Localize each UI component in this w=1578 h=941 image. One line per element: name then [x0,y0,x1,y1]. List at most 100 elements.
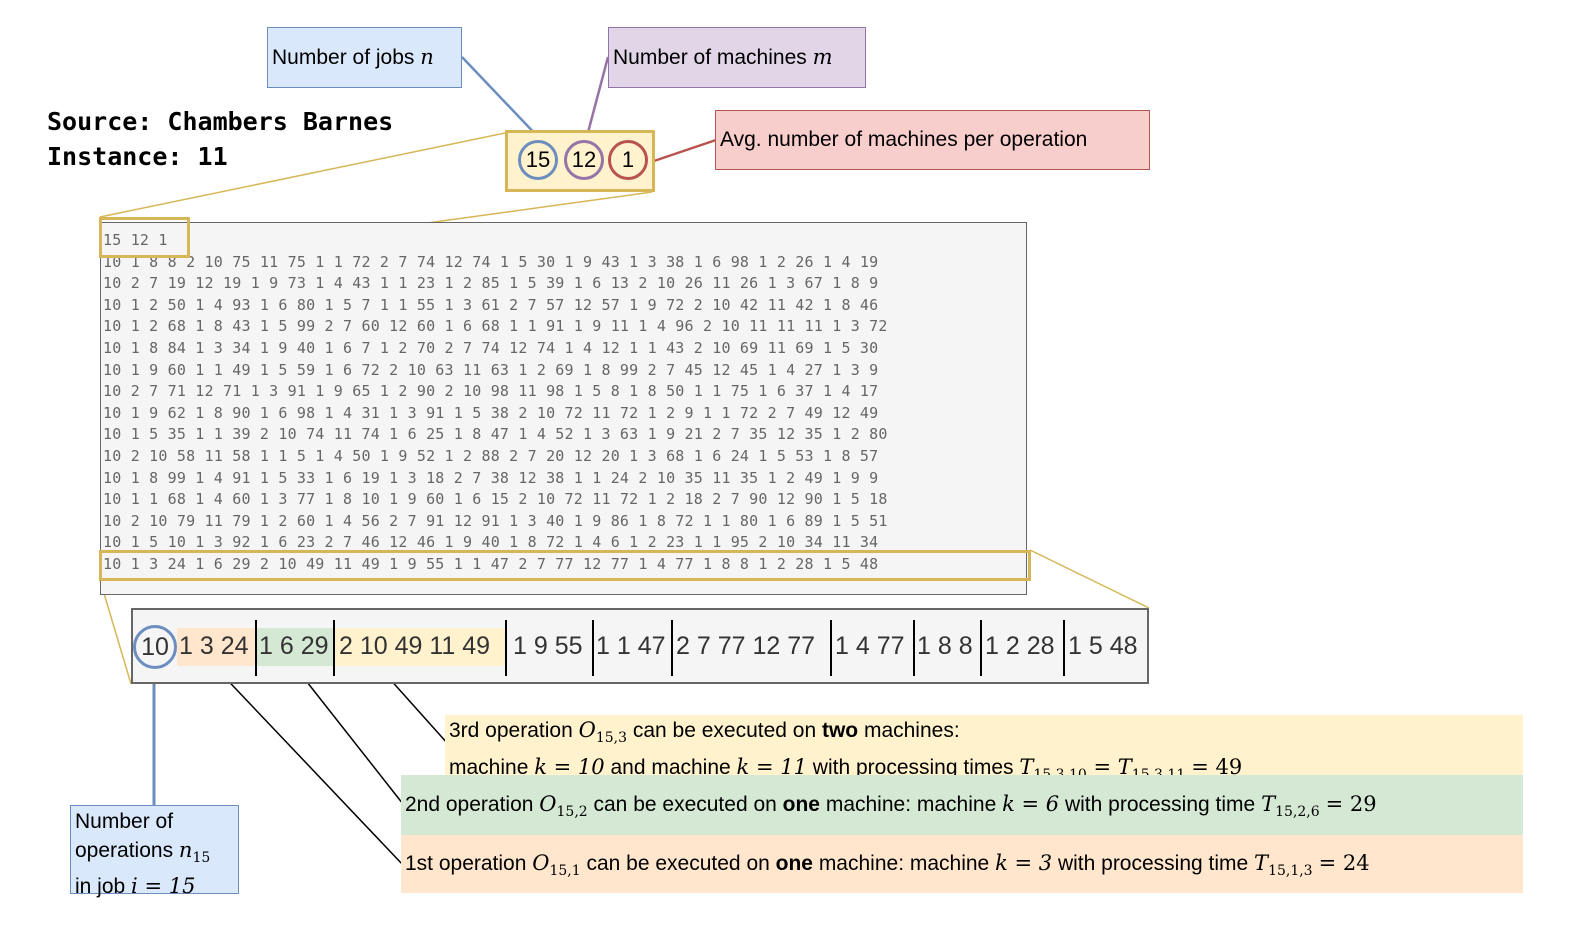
data-job-line-4: 10 1 2 68 1 8 43 1 5 99 2 7 60 12 60 1 6… [103,317,888,336]
ops-label-line2-text: operations [75,839,179,862]
data-job-line-10: 10 2 10 58 11 58 1 1 5 1 4 50 1 9 52 1 2… [103,446,879,465]
data-job-line-11: 10 1 8 99 1 4 91 1 5 33 1 6 19 1 3 18 2 … [103,468,879,487]
ops-label-line1: Number of [75,810,174,833]
operations-count-circle: 10 [133,625,177,669]
separator [592,620,594,676]
separator [830,620,832,676]
ops-label-line3-text: in job [75,875,132,899]
op2-text-d: with processing time [1059,793,1262,816]
data-header-line: 15 12 1 [103,231,168,249]
op1-math: k = 3 [995,851,1053,875]
jobs-count-circle: 15 [518,140,558,180]
data-job-line-7: 10 2 7 71 12 71 1 3 91 1 9 65 1 2 90 2 1… [103,382,879,401]
op2-text-c: machine: machine [820,793,1003,816]
op1-var: O [532,851,550,875]
data-job-line-2: 10 2 7 19 12 19 1 9 73 1 4 43 1 1 23 1 2… [103,274,879,293]
op1-text-c: machine: machine [812,852,996,875]
segment-op3: 2 10 49 11 49 [339,632,491,660]
avg-machines-label: Avg. number of machines per operation [715,110,1150,170]
instance-data-lines: 15 12 1 10 1 8 8 2 10 75 11 75 1 1 72 2 … [103,230,888,576]
data-job-line-6: 10 1 9 60 1 1 49 1 5 59 1 6 72 2 10 63 1… [103,360,879,379]
machines-label: Number of machines m [608,27,866,88]
op3-text-d: machine [449,756,535,780]
jobs-label: Number of jobs n [267,27,462,88]
ops-label-line3: in job i = 15 [75,872,238,901]
op3-sub: 15,3 [595,730,627,747]
avg-machines-circle: 1 [608,140,648,180]
separator [333,620,335,676]
machines-label-text: Number of machines [613,46,813,69]
op1-T: T [1254,851,1269,875]
header-line-highlight [99,217,190,258]
segment-op10: 1 5 48 [1068,632,1138,660]
ops-label-sub: 15 [192,850,211,867]
op3-note-line1: 3rd operation O15,3 can be executed on t… [449,716,1523,753]
op3-bold: two [821,719,859,742]
op3-text-c: machines: [858,719,960,742]
op3-text-f: with processing times [806,756,1020,780]
op3-text-b: can be executed on [626,719,822,742]
connector-op2 [295,667,404,805]
op1-text-d: with processing time [1052,852,1255,875]
segment-op1: 1 3 24 [179,632,249,660]
connector-machines [584,56,610,141]
separator [671,620,673,676]
zoom-line-header-top [99,132,506,218]
op2-var: O [539,792,557,816]
connector-avg [650,138,717,164]
separator [913,620,915,676]
segment-op5: 1 1 47 [596,632,666,660]
op2-T-sub: 15,2,6 [1275,804,1320,821]
operations-count-label: Number of operations n15 in job i = 15 [70,805,239,898]
separator [980,620,982,676]
data-job-line-12: 10 1 1 68 1 4 60 1 3 77 1 8 10 1 9 60 1 … [103,490,888,509]
op1-text-b: can be executed on [580,852,776,875]
separator [505,620,507,676]
op2-highlight [257,628,333,666]
data-job-line-1: 10 1 8 8 2 10 75 11 75 1 1 72 2 7 74 12 … [103,252,879,271]
op1-sub: 15,1 [549,863,581,880]
source-line: Source: Chambers Barnes [47,107,394,136]
data-job-line-9: 10 1 5 35 1 1 39 2 10 74 11 74 1 6 25 1 … [103,425,888,444]
machines-label-var: m [812,45,833,69]
op2-note: 2nd operation O15,2 can be executed on o… [401,775,1523,835]
op3-text-a: 3rd operation [449,719,579,742]
op2-T: T [1261,792,1276,816]
op1-highlight [177,628,255,666]
zoom-line-row-right [1029,549,1150,609]
segment-op7: 1 4 77 [835,632,905,660]
data-job-line-3: 10 1 2 50 1 4 93 1 6 80 1 5 7 1 1 55 1 3… [103,295,879,314]
op3-highlight [335,628,505,666]
machines-count-circle: 12 [564,140,604,180]
zoom-line-row-left [99,579,132,685]
operations-count-value: 10 [141,632,169,661]
op2-text-b: can be executed on [587,793,783,816]
segment-op4: 1 9 55 [513,632,583,660]
jobs-label-text: Number of jobs [272,46,421,69]
op2-bold: one [782,793,820,816]
op1-note: 1st operation O15,1 can be executed on o… [401,835,1523,893]
separator [1063,620,1065,676]
instance-line: Instance: 11 [47,142,228,171]
op3-T1: T [1019,755,1034,780]
data-job-line-5: 10 1 8 84 1 3 34 1 9 40 1 6 7 1 2 70 2 7… [103,338,879,357]
connector-op1 [215,667,404,866]
data-job-line-14: 10 1 5 10 1 3 92 1 6 23 2 7 46 12 46 1 9… [103,533,879,552]
op2-math: k = 6 [1002,792,1060,816]
segment-op2: 1 6 29 [259,632,329,660]
last-job-highlight [99,550,1031,581]
ops-label-var: n [178,838,193,862]
op3-eq: = [1086,755,1118,780]
ops-label-line2: operations n15 [75,836,238,872]
op1-value: = 24 [1318,851,1370,875]
avg-machines-label-text: Avg. number of machines per operation [720,128,1088,151]
op1-bold: one [775,852,813,875]
op3-var: O [578,718,596,742]
segment-op6: 2 7 77 12 77 [676,632,816,660]
op3-T2: T [1117,755,1132,780]
ops-label-line3-math: i = 15 [131,874,196,899]
separator [255,620,257,676]
op3-note: 3rd operation O15,3 can be executed on t… [445,715,1523,783]
op1-T-sub: 15,1,3 [1268,863,1313,880]
op2-value: = 29 [1325,792,1377,816]
